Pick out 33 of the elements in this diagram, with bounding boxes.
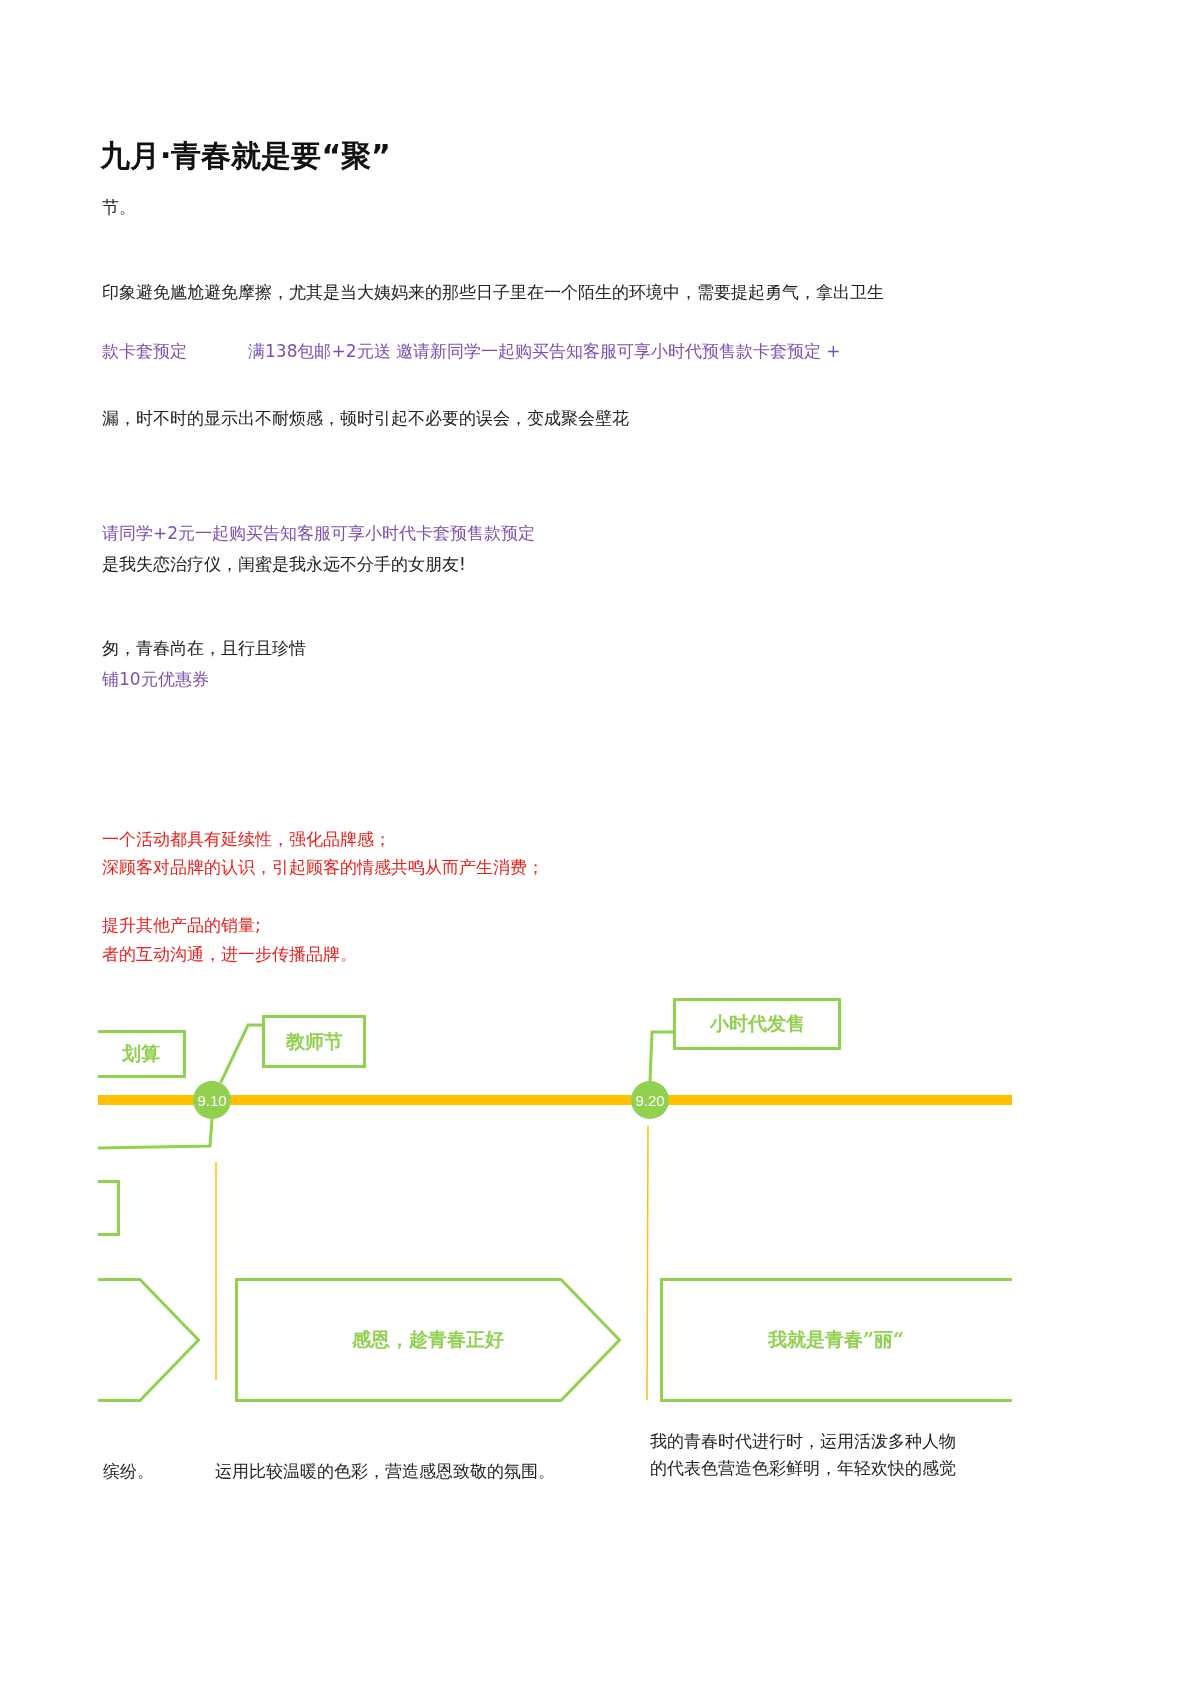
text-line: 请同学+2元一起购买告知客服可享小时代卡套预售款预定 [102,522,536,544]
text-line: 匆，青春尚在，且行且珍惜 [102,637,306,659]
label-box [262,1015,366,1068]
node-label: 9.20 [635,1091,665,1109]
text-line: 满138包邮+2元送 邀请新同学一起购买告知客服可享小时代预售款卡套预定 + [248,340,841,362]
text-line: 印象避免尴尬避免摩擦，尤其是当大姨妈来的那些日子里在一个陌生的环境中，需要提起勇气，拿出卫生 [102,281,884,303]
text-line: 深顾客对品牌的认识，引起顾客的情感共鸣从而产生消费； [102,856,544,878]
text-line: 款卡套预定 [102,340,187,362]
text-line: 漏，时不时的显示出不耐烦感，顿时引起不必要的误会，变成聚会壁花 [102,407,629,429]
leader-line [219,1023,262,1084]
label-box [98,1180,120,1236]
label-box [98,1030,186,1078]
text-line: 者的互动沟通，进一步传播品牌。 [102,943,357,965]
leader-line [648,1030,673,1082]
leader-line [97,1118,214,1150]
text-line: 提升其他产品的销量; [102,914,261,936]
description-text: 运用比较温暖的色彩，营造感恩致敬的氛围。 [215,1460,556,1483]
text-line: 铺10元优惠券 [102,668,209,690]
node-label: 感恩，趁青春正好 [352,1327,504,1352]
description-text: 我的青春时代进行时，运用活泼多种人物的代表色营造色彩鲜明，年轻欢快的感觉 [650,1430,957,1480]
text-line: 一个活动都具有延续性，强化品牌感； [102,828,391,850]
date-circle [631,1081,669,1119]
node-label: 教师节 [285,1028,343,1054]
text-line: 是我失恋治疗仪，闺蜜是我永远不分手的女朋友! [102,553,466,575]
text-line: 节。 [102,196,136,218]
node-label: 我就是青春”丽“ [768,1327,904,1352]
node-label: 9.10 [197,1091,227,1109]
description-text: 缤纷。 [103,1460,155,1483]
node-label: 划算 [121,1041,160,1066]
node-label: 小时代发售 [709,1011,805,1036]
label-box [673,998,841,1050]
date-circle [193,1081,231,1119]
page-title: 九月·青春就是要“聚” [100,137,391,175]
